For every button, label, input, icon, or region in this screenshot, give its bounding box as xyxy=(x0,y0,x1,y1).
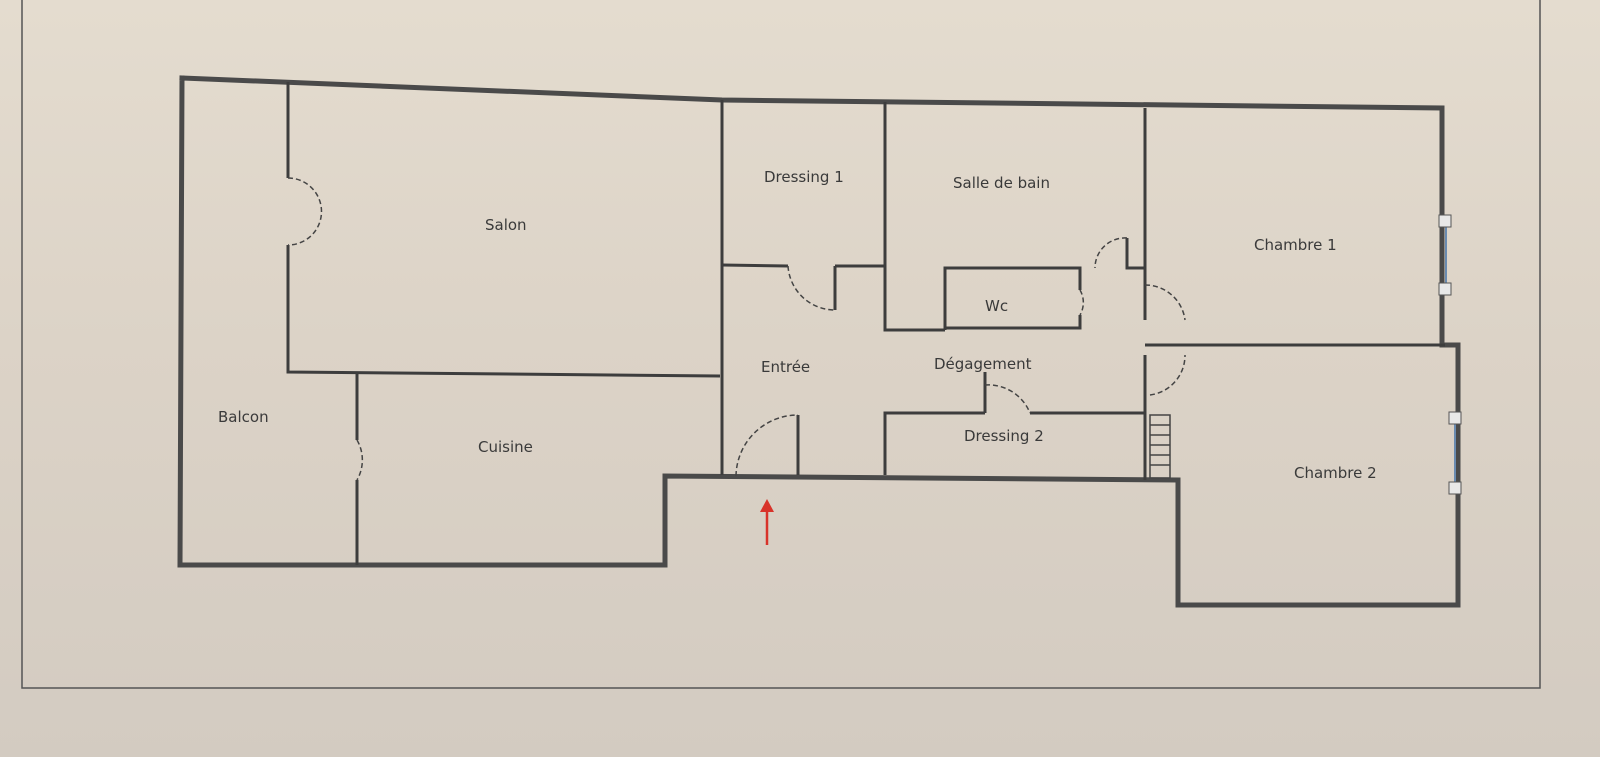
room-label-balcon: Balcon xyxy=(218,408,269,426)
room-label-dressing-1: Dressing 1 xyxy=(764,168,844,186)
page-border xyxy=(21,0,1541,689)
room-label-dressing-2: Dressing 2 xyxy=(964,427,1044,445)
room-label-degagement: Dégagement xyxy=(934,355,1032,373)
room-label-entree: Entrée xyxy=(761,358,810,376)
room-label-salle-de-bain: Salle de bain xyxy=(953,174,1050,192)
room-label-chambre-2: Chambre 2 xyxy=(1294,464,1377,482)
stairs xyxy=(1149,414,1171,479)
interior-walls xyxy=(286,82,1445,565)
room-label-wc: Wc xyxy=(985,297,1008,315)
windows xyxy=(1438,214,1462,495)
room-label-chambre-1: Chambre 1 xyxy=(1254,236,1337,254)
exterior-walls xyxy=(177,75,1461,608)
door-swings xyxy=(287,177,1186,481)
room-label-cuisine: Cuisine xyxy=(478,438,533,456)
entrance-arrow-icon xyxy=(760,499,774,545)
room-label-salon: Salon xyxy=(485,216,527,234)
